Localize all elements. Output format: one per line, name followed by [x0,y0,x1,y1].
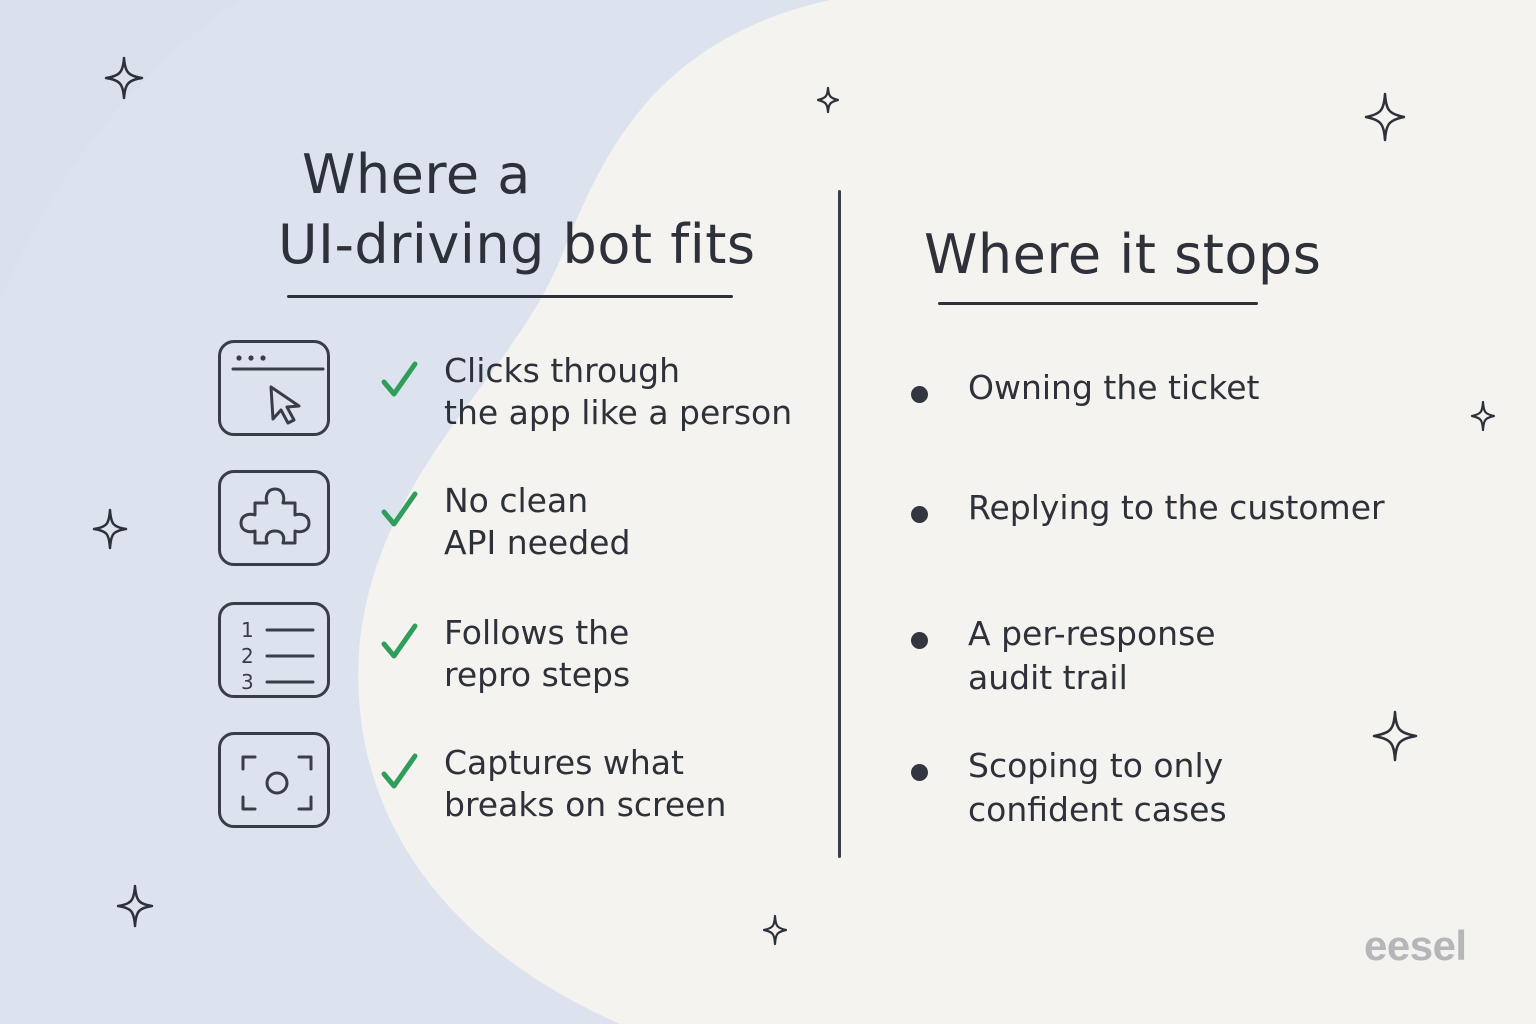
list-number: 1 [241,618,254,642]
numbered-list-icon: 1 2 3 [218,602,330,698]
checkmark-icon [381,361,418,397]
right-title-underline [938,302,1258,305]
screenshot-capture-icon [218,732,330,828]
list-number: 2 [241,644,254,668]
fit-item-no-api: No clean API needed [218,470,798,570]
sparkle-icon [92,508,128,550]
fit-item-text: No clean API needed [444,481,631,562]
bullet-dot [911,506,928,523]
puzzle-piece-icon [218,470,330,566]
column-divider [838,190,841,858]
checkmark-icon [381,623,418,659]
sparkle-icon [104,56,144,100]
bullet-dot [911,764,928,781]
fit-item-captures-breaks: Captures what breaks on screen [218,732,798,832]
fit-item-clicks-through: Clicks through the app like a person [218,340,798,440]
sparkle-icon [762,914,788,946]
brand-logo: eesel [1364,922,1467,969]
stop-item-text: Scoping to only confident cases [968,746,1227,829]
checkmark-icon [381,491,418,527]
left-title-underline [287,295,733,298]
bullet-dot [911,632,928,649]
stop-item-text: A per-response audit trail [968,614,1216,697]
sparkle-icon [1364,92,1406,142]
fit-item-repro-steps: 1 2 3 Follows the repro steps [218,602,798,702]
left-column-title: Where a UI-driving bot fits [278,140,798,280]
bullet-dot [911,386,928,403]
sparkle-icon [1470,400,1496,432]
sparkle-icon [816,86,840,114]
fit-item-text: Clicks through the app like a person [444,351,793,432]
stop-item-text: Owning the ticket [968,368,1260,407]
stop-item-text: Replying to the customer [968,488,1385,527]
sparkle-icon [1372,710,1418,762]
sparkle-icon [116,884,154,928]
fit-item-text: Captures what breaks on screen [444,743,727,824]
left-title-line1: Where a [302,143,531,206]
list-number: 3 [241,670,254,694]
checkmark-icon [381,753,418,789]
right-column-title: Where it stops [924,223,1322,286]
left-title-line2: UI-driving bot fits [278,213,756,276]
browser-cursor-icon [218,340,330,436]
fit-item-text: Follows the repro steps [444,613,631,694]
